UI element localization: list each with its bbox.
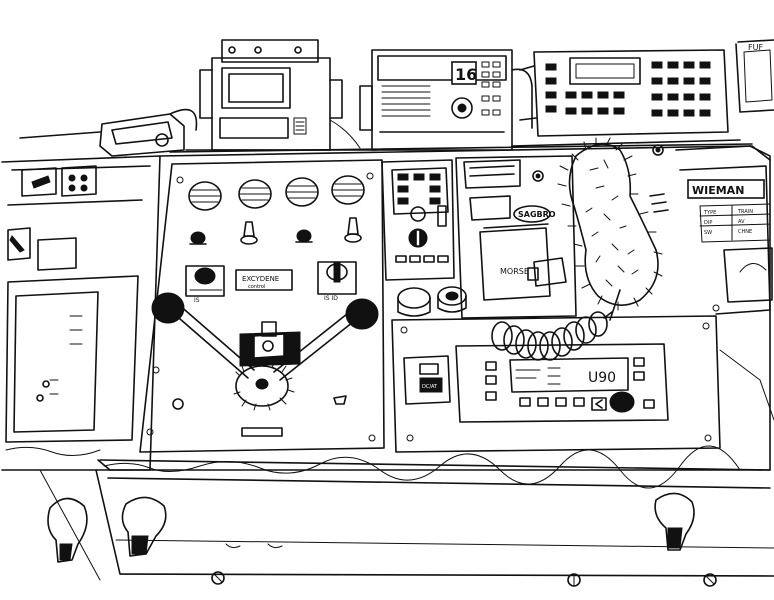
console-frame <box>1 131 774 581</box>
monitor-right: FUF <box>735 39 774 113</box>
wireman-sign: WIEMAN <box>692 184 744 197</box>
sailor-brand: SAGBRO <box>518 210 556 219</box>
switch-plate-left: IS <box>194 297 200 304</box>
dome-knob-row <box>188 175 365 211</box>
nameplate: EXCYDENE <box>242 275 279 283</box>
radio-unit-left <box>199 39 361 151</box>
left-side-controls <box>5 165 139 443</box>
morse-panel: SAGBRO MORSE <box>455 155 577 319</box>
mf-hf-radio <box>519 49 729 137</box>
panel-screws <box>146 172 376 442</box>
thruster-control-panel: IS EXCYDENE control IS ID <box>139 159 385 453</box>
small-knob-row <box>189 217 362 245</box>
button-array-console <box>381 159 455 281</box>
morse-label: MORSE <box>500 267 529 276</box>
sign-fine-print-2: TRAIN <box>737 209 753 215</box>
right-side-panel: WIEMAN TYPE TRAIN DIP AV SW CHNE <box>649 144 774 421</box>
sign-fine-print-4: AV <box>738 219 745 225</box>
freq-display: U90 <box>588 370 616 386</box>
sign-fine-print-6: CHNE <box>738 229 752 235</box>
channel-display: 16 <box>455 65 477 84</box>
microphone-windscreen <box>557 137 663 321</box>
nameplate-sub: control <box>248 284 265 290</box>
sign-fine-print-3: DIP <box>704 220 712 226</box>
handset-cradle <box>99 108 198 157</box>
switch-plate-right: IS ID <box>324 295 338 302</box>
sign-fine-print-5: SW <box>704 230 712 236</box>
sign-fine-print-1: TYPE <box>703 210 716 216</box>
radio-control-panel: DC/AT U90 <box>391 315 721 453</box>
round-knobs <box>397 286 467 317</box>
joystick-base <box>233 321 301 411</box>
joystick-left[interactable] <box>151 292 255 379</box>
front-latches <box>47 492 717 587</box>
vhf-radio: 16 <box>359 49 533 151</box>
rotary-switches: IS EXCYDENE control IS ID <box>185 261 357 304</box>
small-box-label: DC/AT <box>422 384 438 390</box>
top-right-tag: FUF <box>748 43 763 52</box>
